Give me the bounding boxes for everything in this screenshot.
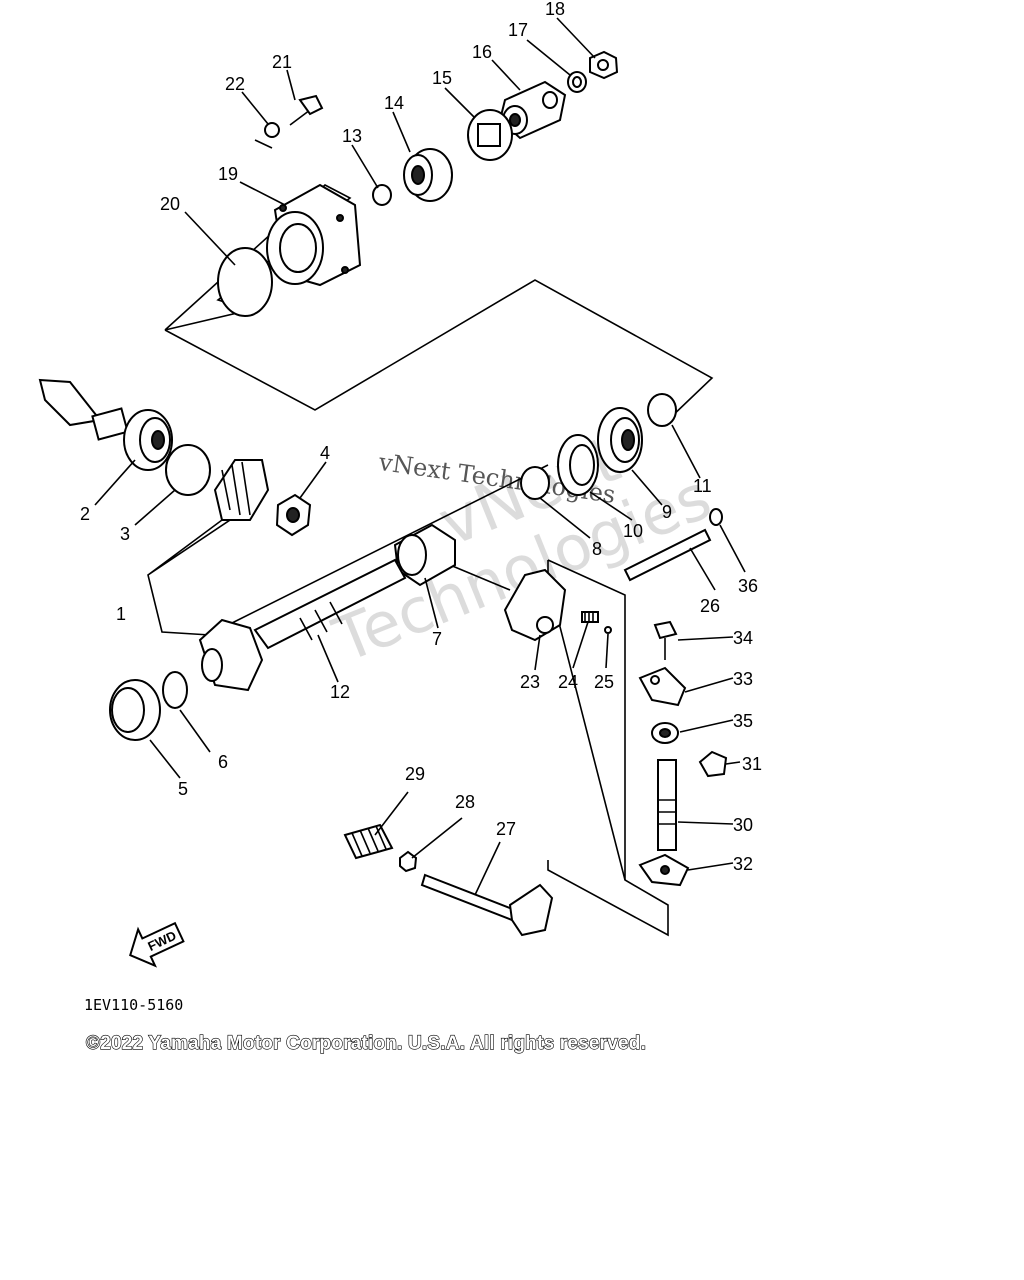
part-32-plate: [638, 853, 690, 887]
part-26-shaft: [623, 528, 712, 582]
part-19-housing: [266, 183, 362, 287]
part-3-shim: [165, 444, 211, 496]
part-35-seal: [651, 722, 679, 744]
part-7-clutch: [393, 523, 456, 587]
part-22-washer: [264, 122, 280, 138]
fwd-arrow-icon: FWD: [129, 921, 185, 968]
part-20-oring: [217, 247, 273, 317]
callout-30: 30: [733, 815, 753, 835]
callout-6: 6: [218, 752, 228, 772]
callout-8: 8: [592, 539, 602, 559]
callout-4: 4: [320, 443, 330, 463]
callout-32: 32: [733, 854, 753, 874]
callout-33: 33: [733, 669, 753, 689]
leader-22: [254, 139, 273, 149]
callout-16: 16: [472, 42, 492, 62]
part-18-nut: [589, 50, 619, 80]
callout-18: 18: [545, 0, 565, 19]
part-15-flange: [467, 109, 513, 161]
callout-9: 9: [662, 502, 672, 522]
part-2-bearing: [38, 378, 173, 471]
callout-22: 22: [225, 74, 245, 94]
callout-26: 26: [700, 596, 720, 616]
part-1-gear-upper: [213, 459, 270, 521]
callout-5: 5: [178, 779, 188, 799]
part-5-bearing: [109, 679, 161, 741]
callout-13: 13: [342, 126, 362, 146]
callout-20: 20: [160, 194, 180, 214]
part-24-spring: [581, 611, 599, 623]
diagram-code: 1EV110-5160: [84, 996, 183, 1014]
callout-1: 1: [116, 604, 126, 624]
callout-25: 25: [594, 672, 614, 692]
callout-27: 27: [496, 819, 516, 839]
part-12-shaft: [253, 558, 407, 650]
callout-28: 28: [455, 792, 475, 812]
callout-19: 19: [218, 164, 238, 184]
callouts: 1 2 3 4 5 6 7 8 9 10 11 12 13 14 15 16 1…: [80, 0, 762, 874]
callout-7: 7: [432, 629, 442, 649]
callout-23: 23: [520, 672, 540, 692]
part-36-ring: [709, 508, 723, 526]
part-27-fork-shaft: [420, 873, 554, 937]
callout-34: 34: [733, 628, 753, 648]
part-13-ring: [372, 184, 392, 206]
part-9-bearing: [597, 407, 643, 473]
callout-2: 2: [80, 504, 90, 524]
callout-35: 35: [733, 711, 753, 731]
copyright-notice: ©2022 Yamaha Motor Corporation. U.S.A. A…: [86, 1033, 646, 1054]
frame-left: [147, 519, 233, 636]
callout-12: 12: [330, 682, 350, 702]
part-14-bearing: [403, 148, 453, 202]
frame-diag-2: [449, 564, 511, 591]
part-10-sleeve: [557, 434, 599, 496]
callout-21: 21: [272, 52, 292, 72]
callout-14: 14: [384, 93, 404, 113]
part-21-bolt: [289, 94, 324, 126]
frame-diag: [227, 464, 549, 626]
part-29-spring: [343, 823, 394, 860]
part-28-nut: [399, 850, 418, 873]
callout-10: 10: [623, 521, 643, 541]
part-31-clip: [698, 750, 728, 778]
callout-24: 24: [558, 672, 578, 692]
part-25-ball: [604, 626, 612, 634]
part-8-ring: [520, 466, 550, 500]
callout-3: 3: [120, 524, 130, 544]
part-30-shaft: [657, 759, 677, 851]
part-11-circlip: [647, 393, 677, 427]
part-34-bolt: [653, 620, 678, 660]
callout-15: 15: [432, 68, 452, 88]
part-23-fork: [503, 568, 567, 642]
callout-36: 36: [738, 576, 758, 596]
callout-31: 31: [742, 754, 762, 774]
callout-29: 29: [405, 764, 425, 784]
part-1-gear-lower: [198, 618, 264, 692]
leader-lines: [94, 17, 746, 896]
frame-main: [164, 279, 714, 421]
callout-17: 17: [508, 20, 528, 40]
watermark: vNext Technologies vNext Technologies: [323, 423, 721, 677]
callout-11: 11: [693, 476, 712, 496]
frame-shift-right: [547, 559, 626, 880]
part-6-shim: [162, 671, 188, 709]
part-4-nut: [275, 493, 312, 537]
part-33-bracket: [638, 666, 687, 707]
part-17-washer: [567, 71, 587, 93]
